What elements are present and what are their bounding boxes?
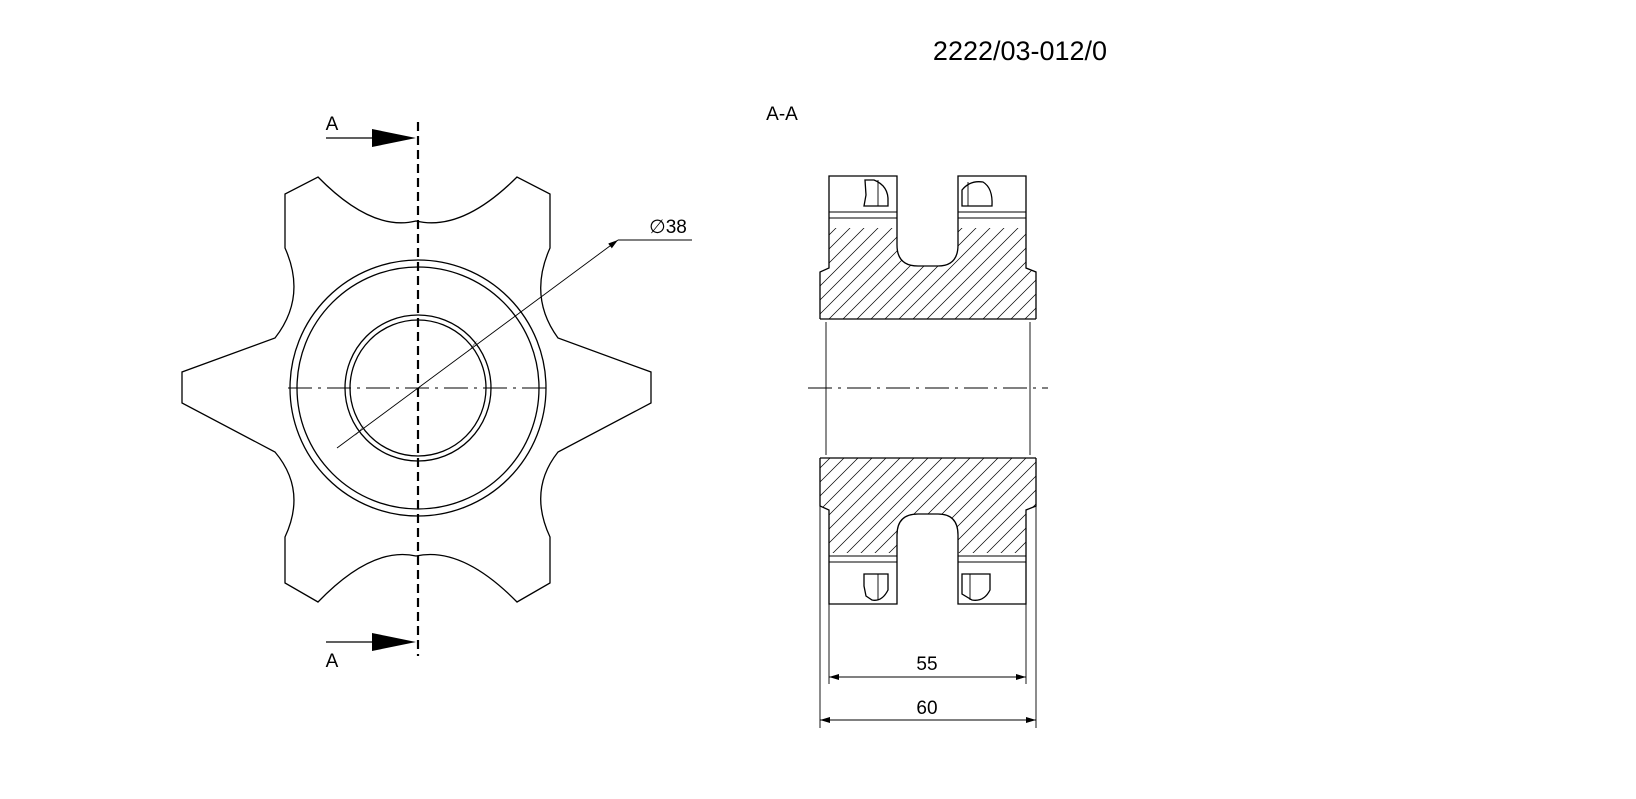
cut-arrowhead-top bbox=[372, 129, 416, 147]
section-view: A-A bbox=[766, 104, 1048, 728]
section-lower-outline bbox=[819, 458, 1037, 605]
overall-width-dimension: 60 bbox=[916, 698, 937, 719]
diameter-arrow-2 bbox=[355, 424, 365, 436]
tooth-profile-lower-left bbox=[863, 573, 889, 601]
section-hatch-lower bbox=[820, 458, 1036, 553]
sprocket-outline bbox=[181, 176, 652, 603]
front-view: A A ∅38 bbox=[181, 114, 692, 672]
section-label: A-A bbox=[766, 104, 798, 125]
inner-width-dimension: 55 bbox=[916, 654, 937, 675]
cut-marker-top: A bbox=[326, 114, 339, 135]
bore-diameter-label: ∅38 bbox=[649, 217, 687, 238]
section-hatch-upper bbox=[820, 228, 1036, 319]
tooth-profile-upper-left bbox=[863, 179, 889, 207]
drawing-number: 2222/03-012/0 bbox=[933, 36, 1107, 66]
section-upper-outline bbox=[819, 175, 1037, 319]
diameter-arrow-1 bbox=[468, 340, 478, 352]
tooth-profile-upper-right bbox=[961, 181, 993, 207]
cut-arrowhead-bottom bbox=[372, 633, 416, 651]
diameter-leader bbox=[336, 239, 619, 449]
tooth-profile-lower-right bbox=[961, 573, 991, 601]
cut-marker-bottom: A bbox=[326, 651, 339, 672]
